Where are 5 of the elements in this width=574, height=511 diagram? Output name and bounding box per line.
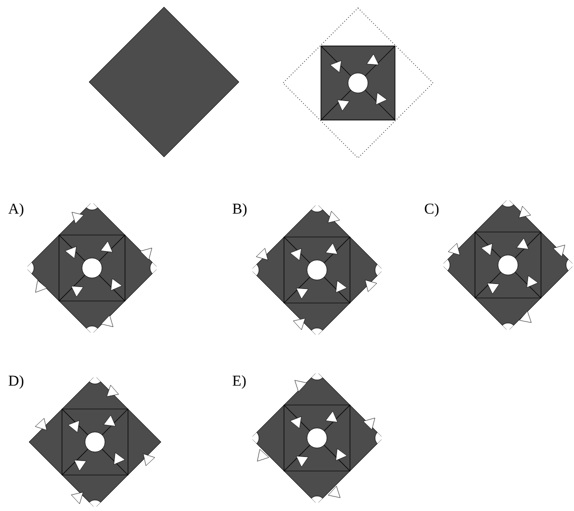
option-label: D) bbox=[8, 375, 24, 389]
option-label: E) bbox=[232, 375, 246, 389]
option-label: A) bbox=[8, 203, 24, 217]
option-label: B) bbox=[232, 203, 247, 217]
option-label: C) bbox=[424, 203, 439, 217]
